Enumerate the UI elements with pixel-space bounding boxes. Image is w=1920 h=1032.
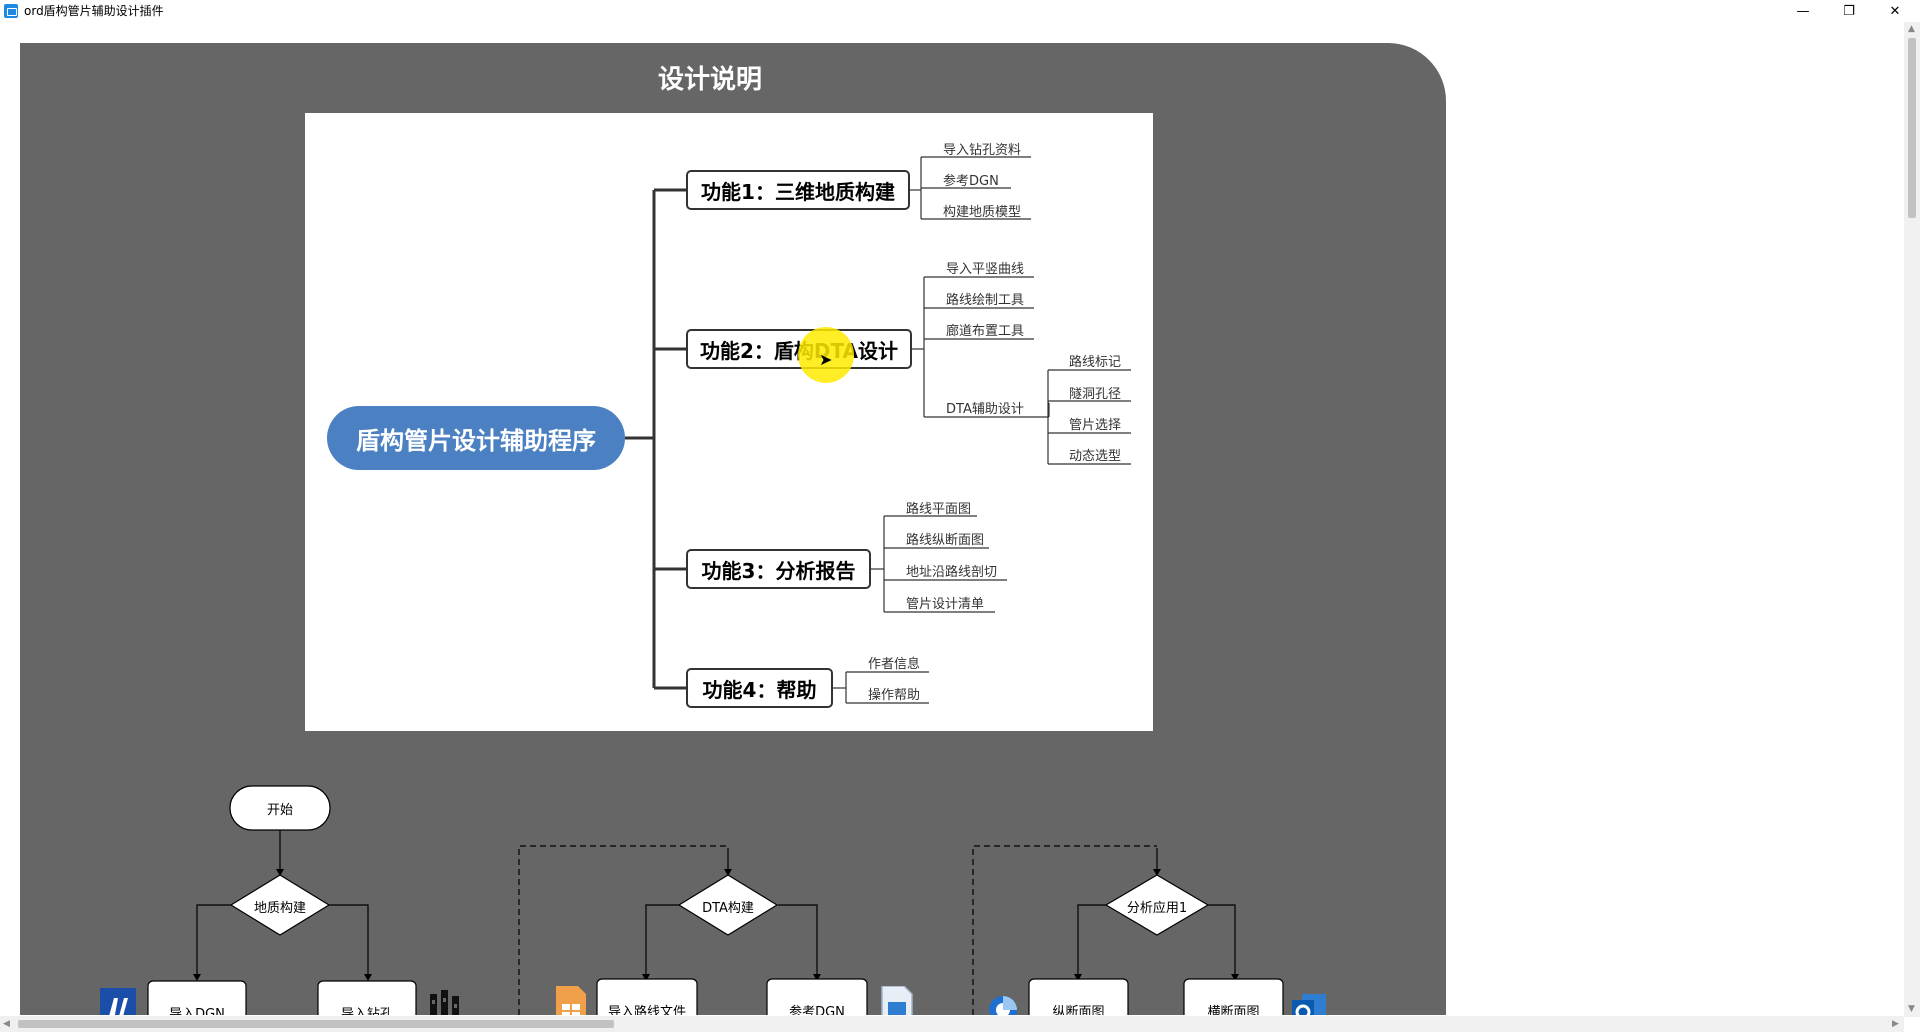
function-4-node: 功能4：帮助 — [686, 668, 833, 708]
flow-start-node: 开始 — [266, 803, 293, 818]
leaf-import-curves: 导入平竖曲线 — [946, 262, 1025, 277]
leaf-route-mark: 路线标记 — [1069, 355, 1122, 370]
cursor-highlight — [798, 327, 854, 383]
vertical-scroll-thumb[interactable] — [1908, 38, 1916, 218]
scroll-left-icon[interactable]: ◀ — [3, 1019, 10, 1029]
mindmap-connectors — [625, 156, 1131, 704]
vertical-scrollbar[interactable]: ▲ ▼ — [1904, 22, 1920, 1017]
scroll-down-icon[interactable]: ▼ — [1908, 1004, 1915, 1014]
function-1-node: 功能1：三维地质构建 — [686, 170, 910, 210]
leaf-import-borehole: 导入钻孔资料 — [943, 143, 1022, 158]
close-button[interactable]: ✕ — [1889, 3, 1901, 19]
leaf-segment-list: 管片设计清单 — [906, 597, 985, 612]
leaf-reference-dgn: 参考DGN — [943, 174, 999, 189]
flow-box-import-route: 导入路线文件 — [607, 1005, 686, 1015]
flow-box-reference-dgn: 参考DGN — [789, 1005, 845, 1015]
chart-app-icon — [989, 996, 1017, 1015]
flowchart-connectors — [147, 785, 1284, 1015]
microstation-icon — [100, 988, 136, 1015]
leaf-operation-help: 操作帮助 — [868, 688, 921, 703]
leaf-build-geology-model: 构建地质模型 — [943, 205, 1022, 220]
flow-box-cross-section: 横断面图 — [1207, 1005, 1260, 1015]
page-title: 设计说明 — [657, 65, 762, 95]
scroll-right-icon[interactable]: ▶ — [1892, 1019, 1899, 1029]
scroll-up-icon[interactable]: ▲ — [1908, 24, 1915, 34]
horizontal-scroll-thumb[interactable] — [18, 1020, 614, 1028]
function-3-node: 功能3：分析报告 — [686, 549, 871, 589]
horizontal-scrollbar[interactable]: ◀ ▶ — [0, 1016, 1904, 1032]
leaf-tunnel-diameter: 隧洞孔径 — [1069, 387, 1122, 402]
leaf-geology-cut: 地址沿路线剖切 — [906, 565, 998, 580]
outlook-icon — [1292, 994, 1326, 1015]
flow-box-profile: 纵断面图 — [1052, 1005, 1105, 1015]
mindmap-diagram: 盾构管片设计辅助程序 功能1：三维地质构建 功能2：盾构DTA设计 功能3：分析… — [305, 113, 1153, 731]
mouse-cursor-icon: ➤ — [819, 350, 833, 369]
flow-box-import-dgn: 导入DGN — [169, 1007, 225, 1015]
leaf-route-plan: 路线平面图 — [906, 502, 972, 517]
window-title: ord盾构管片辅助设计插件 — [24, 4, 164, 18]
mindmap-root-node: 盾构管片设计辅助程序 — [327, 406, 625, 470]
leaf-dta-assist-design: DTA辅助设计 — [946, 402, 1024, 417]
leaf-corridor-layout-tool: 廊道布置工具 — [946, 324, 1025, 339]
document-file-icon — [881, 986, 913, 1015]
app-icon — [4, 4, 18, 18]
minimize-button[interactable]: — — [1796, 3, 1810, 19]
title-bar: ord盾构管片辅助设计插件 — ❐ ✕ — [0, 0, 1920, 22]
flow-decision-geology: 地质构建 — [253, 901, 306, 916]
leaf-segment-select: 管片选择 — [1069, 418, 1122, 433]
bars-chart-icon — [430, 990, 459, 1015]
leaf-route-profile: 路线纵断面图 — [906, 533, 985, 548]
flow-decision-dta: DTA构建 — [702, 901, 754, 916]
flow-decision-analysis: 分析应用1 — [1126, 901, 1188, 916]
document-canvas[interactable]: 设计说明 — [20, 43, 1446, 1015]
spreadsheet-file-icon — [556, 986, 586, 1015]
leaf-route-drawing-tool: 路线绘制工具 — [946, 293, 1025, 308]
restore-button[interactable]: ❐ — [1843, 3, 1855, 19]
leaf-dynamic-select: 动态选型 — [1069, 449, 1122, 464]
leaf-author-info: 作者信息 — [868, 657, 921, 672]
flow-box-import-borehole: 导入钻孔 — [340, 1007, 393, 1015]
